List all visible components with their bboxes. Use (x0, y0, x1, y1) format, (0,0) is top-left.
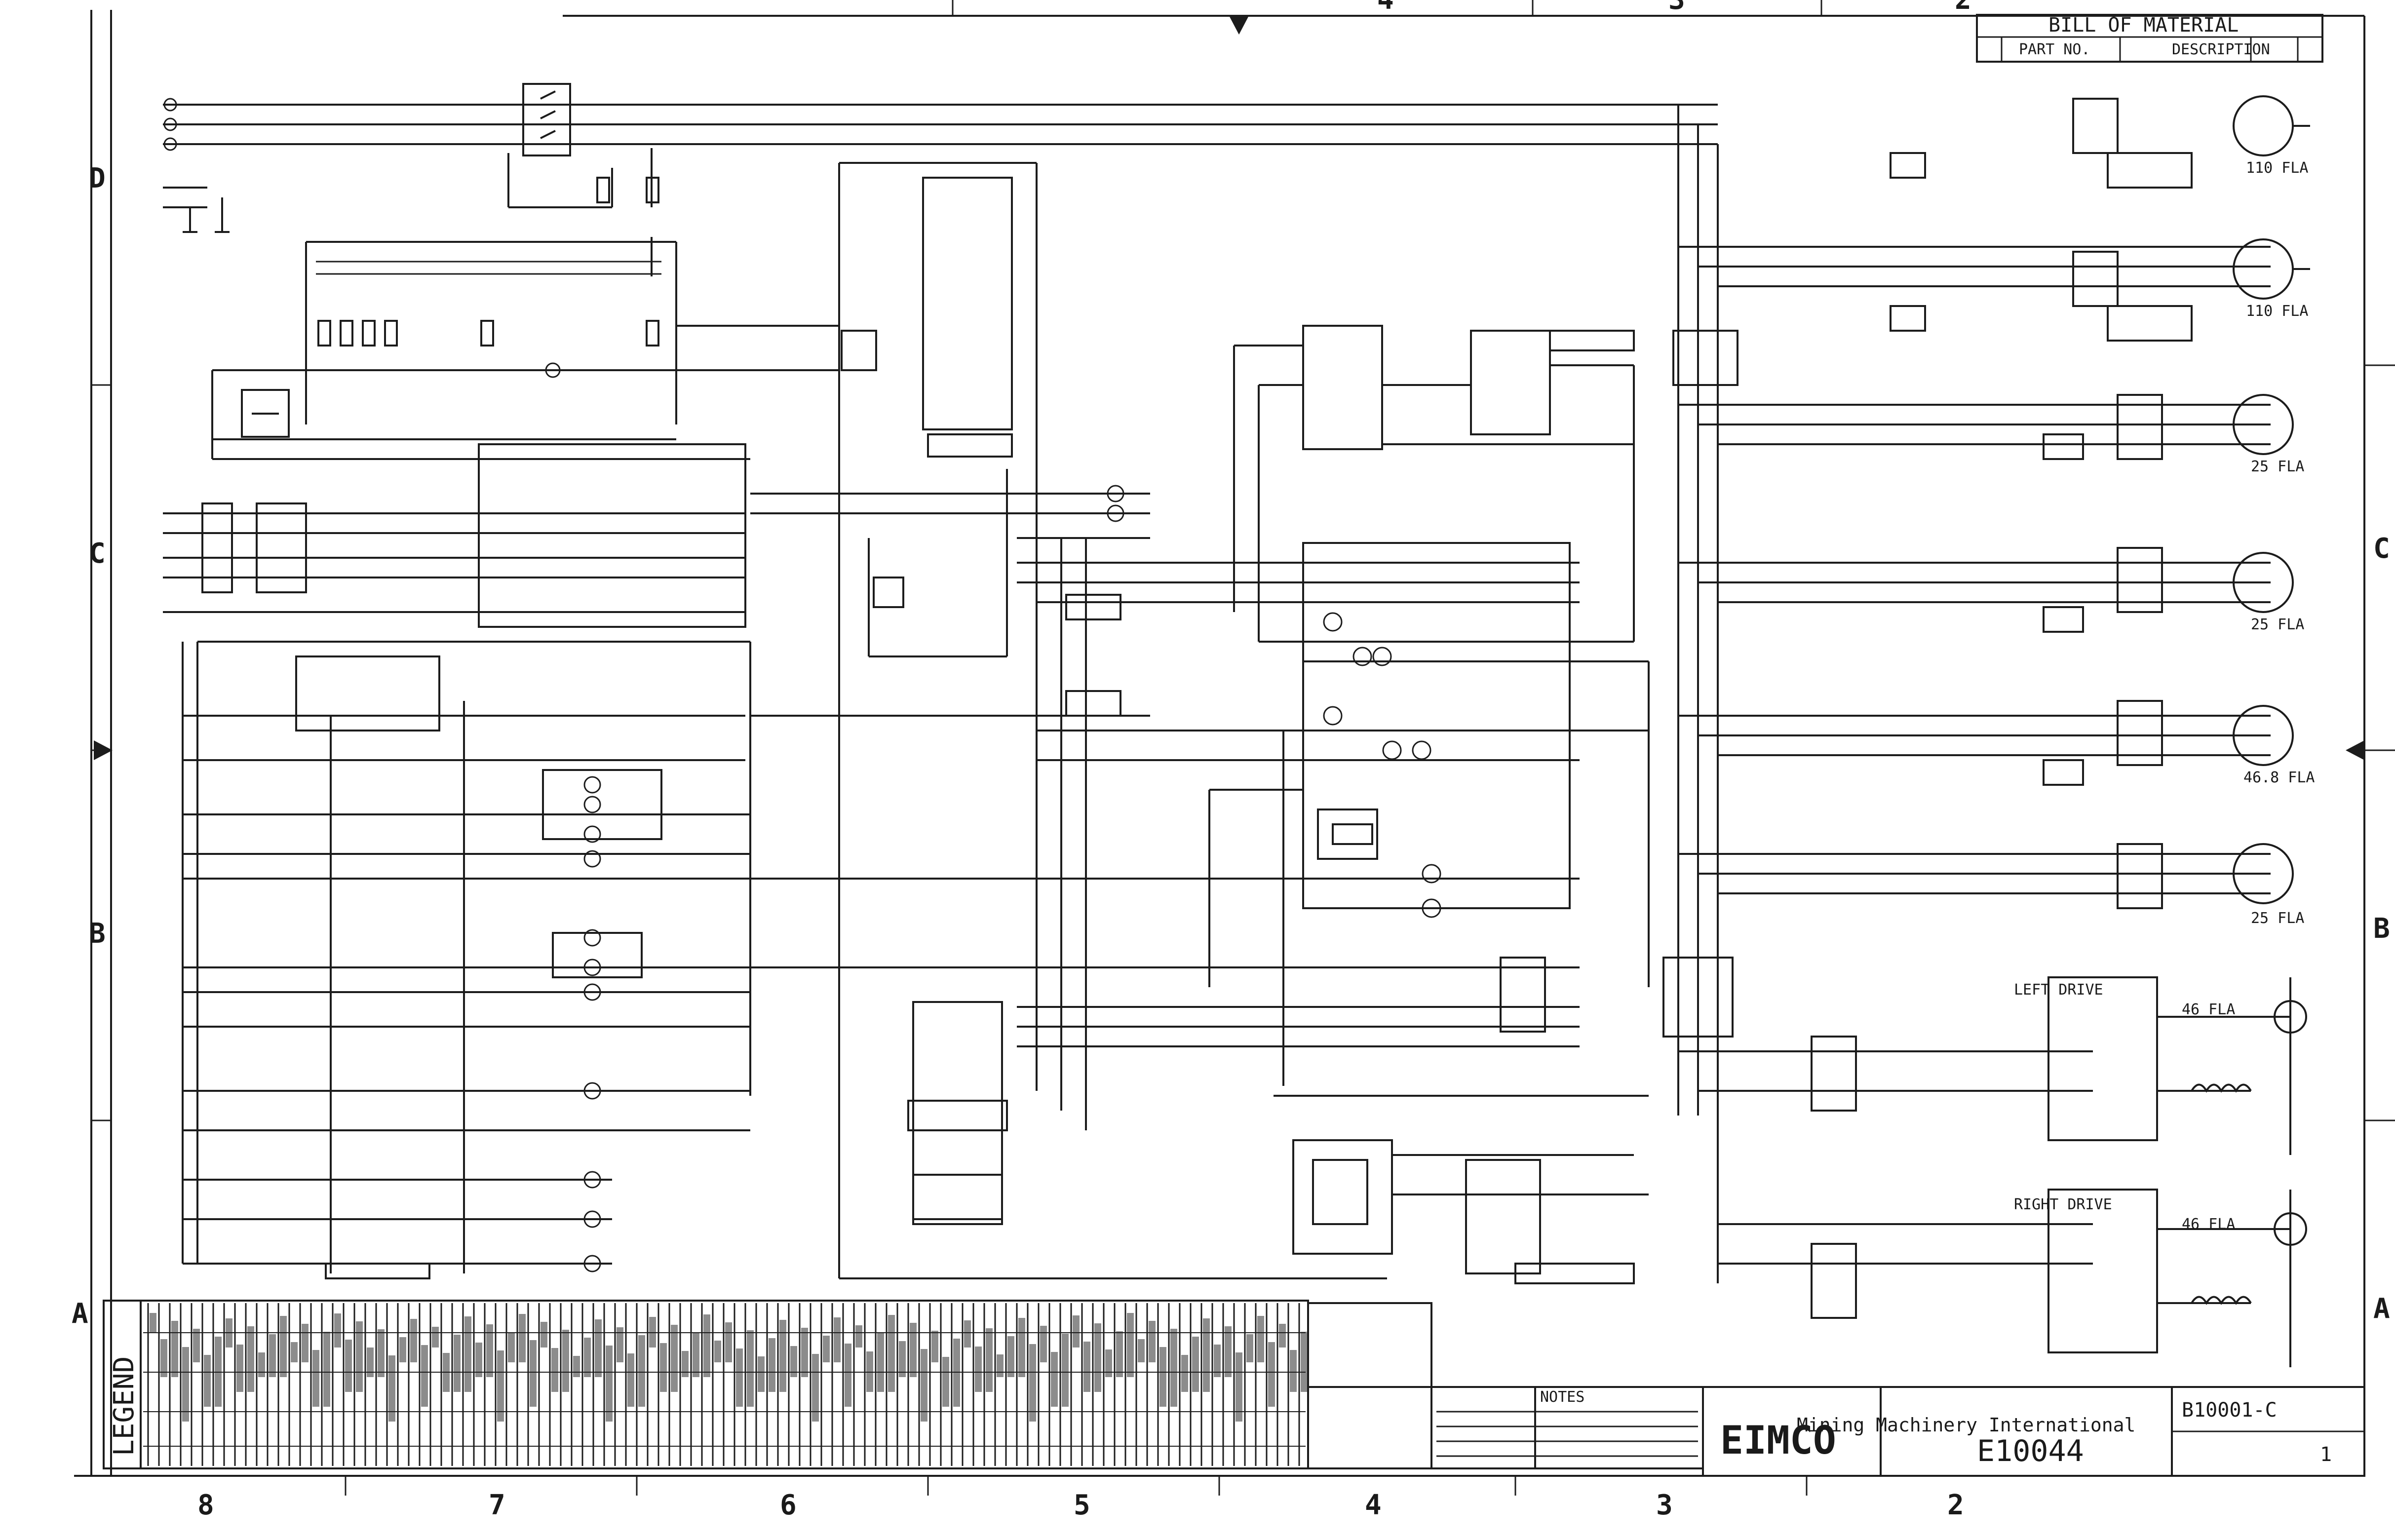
bottom-zone-label: 4 (1365, 1489, 1382, 1521)
notes-title: NOTES (1540, 1388, 1584, 1406)
incoming-power (163, 83, 1718, 276)
bottom-zone-label: 6 (780, 1489, 797, 1521)
bottom-zone-label: 3 (1656, 1489, 1673, 1521)
top-zone-label: 4 (1377, 0, 1394, 16)
power-trunk (1662, 105, 2271, 1283)
right-zone-label: C (2373, 533, 2390, 565)
top-zone-label: 3 (1668, 0, 1685, 16)
left-zone-label: A (72, 1298, 88, 1330)
motor: 46.8 FLA (2233, 705, 2315, 786)
part-number: B10001-C (2182, 1399, 2277, 1422)
bill-of-material: BILL OF MATERIAL PART NO. DESCRIPTION (1976, 14, 2323, 63)
title-block: EIMCO Mining Machinery International B10… (1702, 1386, 2365, 1477)
motor: 25 FLA (2233, 394, 2304, 475)
left-zone-label: C (89, 538, 106, 570)
right-zone-label: A (2373, 1293, 2390, 1325)
company-name: Mining Machinery International (1797, 1414, 2135, 1436)
motors: 110 FLA 110 FLA 25 FLA 25 FLA 46.8 FLA 2… (2233, 95, 2315, 927)
right-drive-fla: 46 FLA (2182, 1216, 2235, 1233)
control-transformer-area (211, 241, 877, 460)
legend-columns (143, 1303, 1308, 1466)
notes-block: NOTES (1307, 1302, 1704, 1469)
left-zone-label: D (89, 162, 106, 194)
bottom-zone-label: 5 (1074, 1489, 1090, 1521)
motor: 25 FLA (2233, 552, 2304, 633)
control-bus (750, 485, 1649, 1130)
drive-bridges: LEFT DRIVE 46 FLA RIGHT DRIVE 46 FLA (2014, 976, 2307, 1367)
top-zone-label: 2 (1955, 0, 1971, 16)
control-ladder (163, 443, 751, 1279)
drawing-frame (74, 0, 2395, 1496)
sheet-number: 1 (2320, 1443, 2332, 1466)
bom-title: BILL OF MATERIAL (2048, 14, 2239, 37)
right-drive-label: RIGHT DRIVE (2014, 1196, 2112, 1213)
legend-title: LEGEND (108, 1356, 140, 1456)
terminal-strip (838, 162, 1387, 1279)
right-zone-label: B (2373, 913, 2390, 945)
motor-fla-label: 110 FLA (2246, 303, 2308, 320)
left-drive-label: LEFT DRIVE (2014, 981, 2103, 999)
motor-fla-label: 25 FLA (2251, 910, 2304, 927)
relay-group (1208, 325, 1650, 1284)
motor-fla-label: 110 FLA (2246, 159, 2308, 177)
motor: 25 FLA (2233, 843, 2304, 927)
motor: 110 FLA (2233, 95, 2308, 177)
motor-fla-label: 46.8 FLA (2243, 769, 2315, 786)
company-logo: EIMCO (1720, 1419, 1836, 1463)
legend: LEGEND (103, 1300, 1309, 1469)
bottom-zone-label: 2 (1947, 1489, 1964, 1521)
bottom-zone-label: 8 (197, 1489, 214, 1521)
left-zone-label: B (89, 918, 106, 950)
motor-fla-label: 25 FLA (2251, 458, 2304, 475)
bottom-zone-label: 7 (489, 1489, 505, 1521)
motor-fla-label: 25 FLA (2251, 616, 2304, 633)
left-drive-fla: 46 FLA (2182, 1001, 2235, 1018)
zone-labels: 4 3 2 8 7 6 5 4 3 2 D C B A C B A (72, 0, 2390, 1521)
bom-part-no-header: PART NO. (2019, 41, 2090, 58)
motor: 110 FLA (2233, 238, 2308, 320)
bom-description-header: DESCRIPTION (2172, 41, 2270, 58)
overload-blocks (1811, 98, 2193, 1319)
drawing-number: E10044 (1977, 1434, 2084, 1468)
